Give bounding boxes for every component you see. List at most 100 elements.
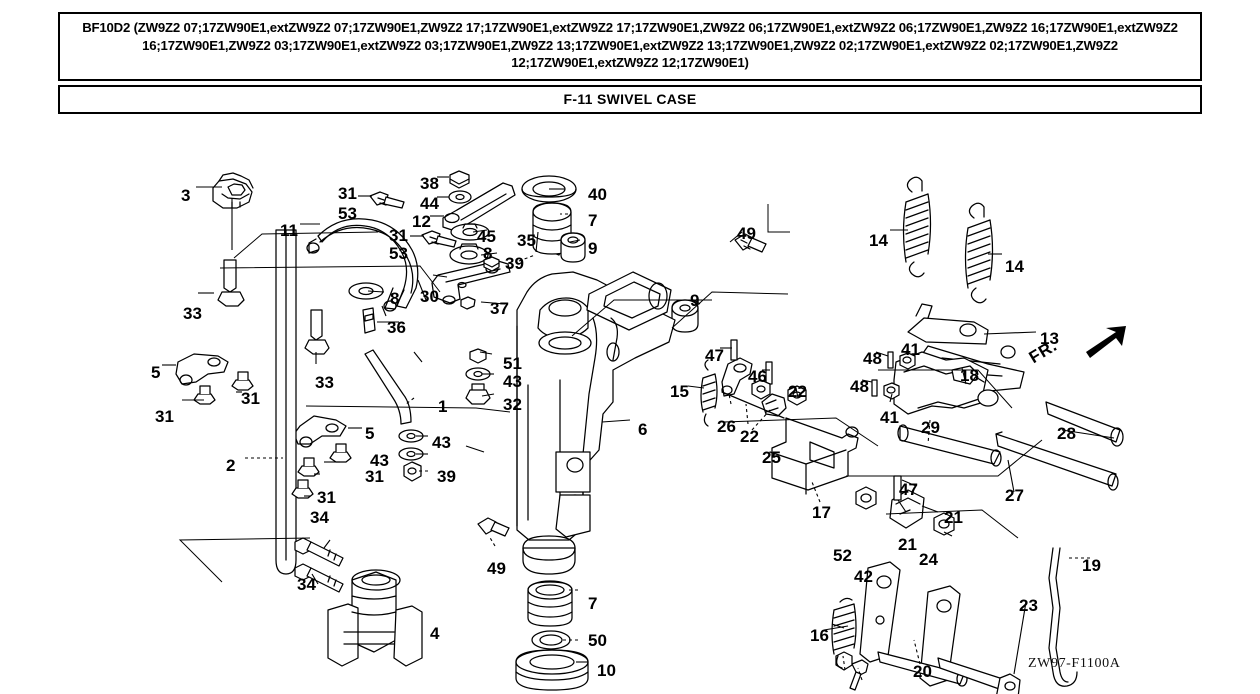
part-45-bush <box>450 223 490 241</box>
part-33-bolt-a <box>217 259 245 307</box>
part-21-nut-b <box>933 512 955 536</box>
part-8-bush-upper <box>449 243 489 265</box>
part-25-joint <box>761 393 787 417</box>
callout-number-42[interactable]: 42 <box>854 567 873 586</box>
part-31-bolt-d <box>231 371 254 391</box>
callout-number-46[interactable]: 46 <box>748 367 767 386</box>
callout-number-32[interactable]: 32 <box>503 395 522 414</box>
callout-number-10[interactable]: 10 <box>597 661 616 680</box>
callout-number-43[interactable]: 43 <box>432 433 451 452</box>
callout-number-26[interactable]: 26 <box>717 417 736 436</box>
callout-number-11[interactable]: 11 <box>280 221 298 240</box>
callout-number-19[interactable]: 19 <box>1082 556 1101 575</box>
callout-number-39[interactable]: 39 <box>437 467 456 486</box>
callout-number-7[interactable]: 7 <box>588 211 598 230</box>
callout-number-49[interactable]: 49 <box>487 559 506 578</box>
callout-number-12[interactable]: 12 <box>412 212 431 231</box>
callout-number-31[interactable]: 31 <box>155 407 174 426</box>
callout-number-20[interactable]: 20 <box>913 662 932 681</box>
part-41-bush-b <box>883 382 900 400</box>
callout-number-6[interactable]: 6 <box>638 420 648 439</box>
callout-number-22[interactable]: 22 <box>740 427 759 446</box>
part-9-bush-a <box>560 232 586 263</box>
part-49-fitting-lower <box>477 517 510 537</box>
callout-number-16[interactable]: 16 <box>810 626 829 645</box>
callout-number-34[interactable]: 34 <box>297 575 316 594</box>
leader-lines <box>162 176 1115 681</box>
section-title-text: F-11 SWIVEL CASE <box>563 90 697 107</box>
callout-number-41[interactable]: 41 <box>880 408 899 427</box>
callout-number-33[interactable]: 33 <box>315 373 334 392</box>
callout-number-48[interactable]: 48 <box>863 349 882 368</box>
callout-number-31[interactable]: 31 <box>389 226 408 245</box>
callout-number-50[interactable]: 50 <box>588 631 607 650</box>
part-31-bolt-upper-a <box>369 191 405 209</box>
callout-number-17[interactable]: 17 <box>812 503 831 522</box>
part-8-washer-lower <box>348 282 384 300</box>
callout-number-23[interactable]: 23 <box>1019 596 1038 615</box>
callout-number-24[interactable]: 24 <box>919 550 938 569</box>
callout-number-28[interactable]: 28 <box>1057 424 1076 443</box>
callout-number-38[interactable]: 38 <box>420 174 439 193</box>
callout-number-49[interactable]: 49 <box>737 224 756 243</box>
part-11-swivel-arm <box>306 218 419 312</box>
callout-number-44[interactable]: 44 <box>420 194 439 213</box>
callout-number-13[interactable]: 13 <box>1040 329 1059 348</box>
callout-number-15[interactable]: 15 <box>670 382 689 401</box>
callout-number-8[interactable]: 8 <box>483 244 493 263</box>
callout-number-39[interactable]: 39 <box>505 254 524 273</box>
callout-number-31[interactable]: 31 <box>241 389 260 408</box>
callout-number-43[interactable]: 43 <box>503 372 522 391</box>
drawing-code: ZW97-F1100A <box>1028 656 1121 671</box>
callout-number-4[interactable]: 4 <box>430 624 440 643</box>
part-31-bolt-e <box>329 443 352 463</box>
callout-number-8[interactable]: 8 <box>390 289 400 308</box>
callout-number-18[interactable]: 18 <box>960 366 979 385</box>
callout-number-48[interactable]: 48 <box>850 377 869 396</box>
callout-number-7[interactable]: 7 <box>588 594 598 613</box>
callout-number-30[interactable]: 30 <box>420 287 439 306</box>
callout-number-52[interactable]: 52 <box>833 546 852 565</box>
callout-number-9[interactable]: 9 <box>690 291 700 310</box>
part-31-bolt-c <box>193 385 216 405</box>
part-34-bolt-a <box>294 537 344 567</box>
callout-number-45[interactable]: 45 <box>477 227 496 246</box>
callout-number-51[interactable]: 51 <box>503 354 522 373</box>
callout-number-53[interactable]: 53 <box>338 204 357 223</box>
callout-number-37[interactable]: 37 <box>490 299 509 318</box>
callout-number-22[interactable]: 22 <box>788 382 807 401</box>
callout-number-53[interactable]: 53 <box>389 244 408 263</box>
callout-number-21[interactable]: 21 <box>898 535 917 554</box>
callout-number-43[interactable]: 43 <box>370 451 389 470</box>
callout-number-14[interactable]: 14 <box>1005 257 1024 276</box>
callout-number-41[interactable]: 41 <box>901 340 920 359</box>
part-41-bush-a <box>899 352 916 370</box>
callout-number-21[interactable]: 21 <box>944 508 963 527</box>
part-47-pin-a <box>730 339 738 361</box>
callout-number-31[interactable]: 31 <box>338 184 357 203</box>
callout-number-2[interactable]: 2 <box>226 456 236 475</box>
callout-number-34[interactable]: 34 <box>310 508 329 527</box>
callout-number-5[interactable]: 5 <box>365 424 375 443</box>
callout-number-9[interactable]: 9 <box>588 239 598 258</box>
callout-number-35[interactable]: 35 <box>517 231 536 250</box>
callout-number-3[interactable]: 3 <box>181 186 191 205</box>
callout-number-47[interactable]: 47 <box>899 480 918 499</box>
part-44-washer <box>448 190 472 204</box>
callout-number-5[interactable]: 5 <box>151 363 161 382</box>
callout-number-31[interactable]: 31 <box>317 488 336 507</box>
callout-number-40[interactable]: 40 <box>588 185 607 204</box>
callout-number-27[interactable]: 27 <box>1005 486 1024 505</box>
part-12-link-rod <box>442 182 516 232</box>
part-2-drive-shaft <box>275 229 297 575</box>
callout-number-14[interactable]: 14 <box>869 231 888 250</box>
callout-number-33[interactable]: 33 <box>183 304 202 323</box>
callout-number-25[interactable]: 25 <box>762 448 781 467</box>
part-16-spring <box>831 597 857 669</box>
callout-number-1[interactable]: 1 <box>438 397 448 416</box>
callout-number-47[interactable]: 47 <box>705 346 724 365</box>
part-51-washer <box>469 348 487 364</box>
callout-number-36[interactable]: 36 <box>387 318 406 337</box>
callout-number-29[interactable]: 29 <box>921 418 940 437</box>
callout-number-31[interactable]: 31 <box>365 467 384 486</box>
